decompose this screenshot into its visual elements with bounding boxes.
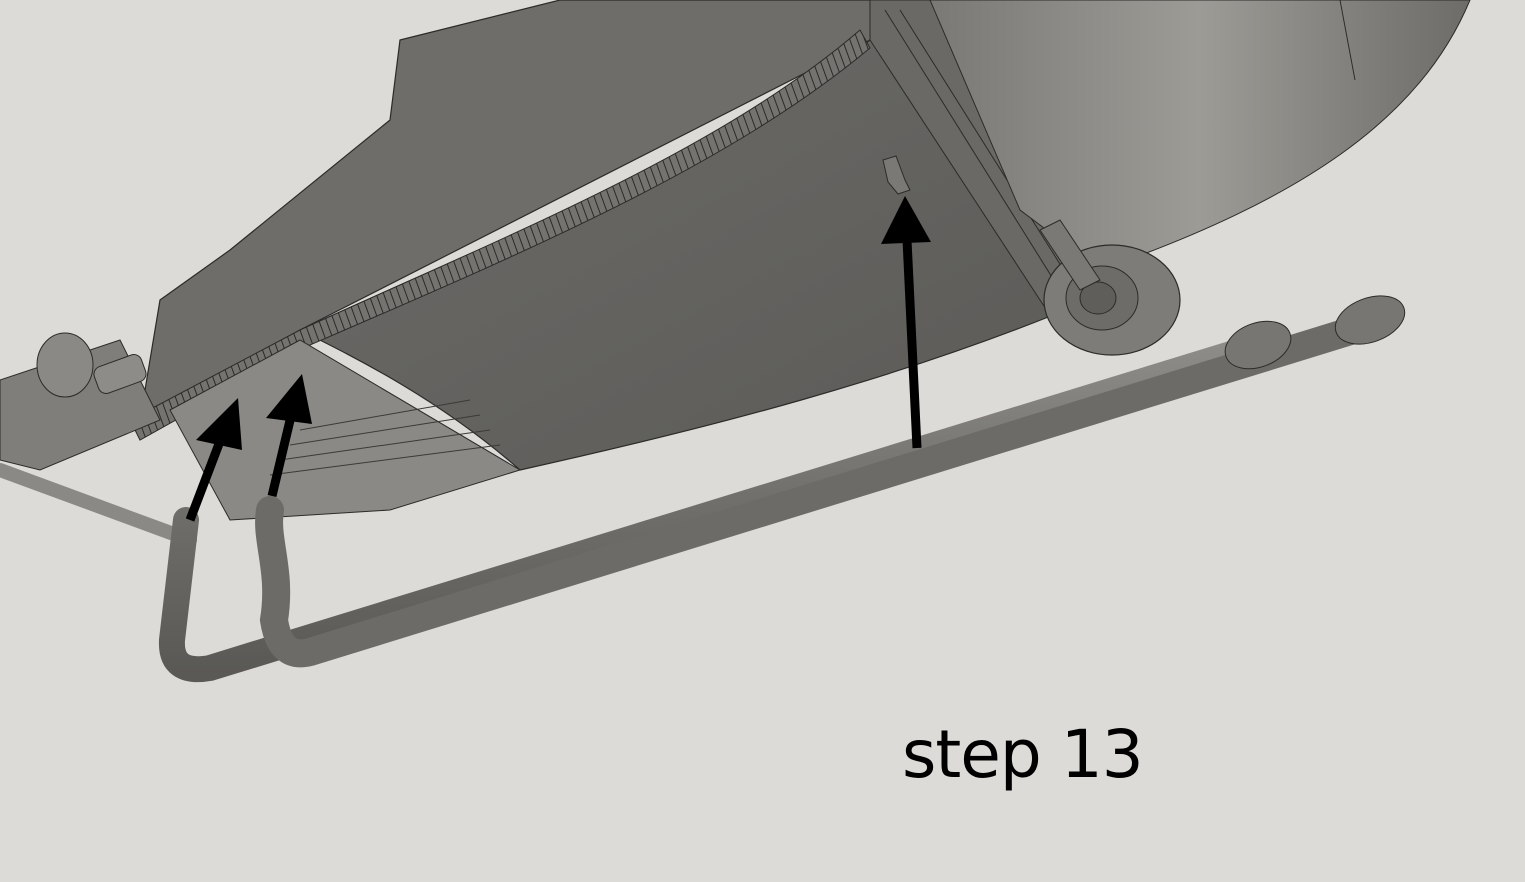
- exhaust-pipe-pair: [158, 295, 1406, 683]
- arrow-left-mount-1-icon: [185, 398, 242, 522]
- grille-fin-strip: [129, 29, 871, 441]
- arrow-rear-tab-icon: [881, 196, 931, 449]
- rear-wheel: [1039, 219, 1181, 356]
- radiator-block: [169, 339, 522, 521]
- arrow-left-mount-2-icon: [266, 374, 312, 498]
- front-axle-assembly: [0, 332, 197, 547]
- small-tab-bracket: [882, 155, 911, 195]
- step-caption: step 13: [902, 716, 1144, 793]
